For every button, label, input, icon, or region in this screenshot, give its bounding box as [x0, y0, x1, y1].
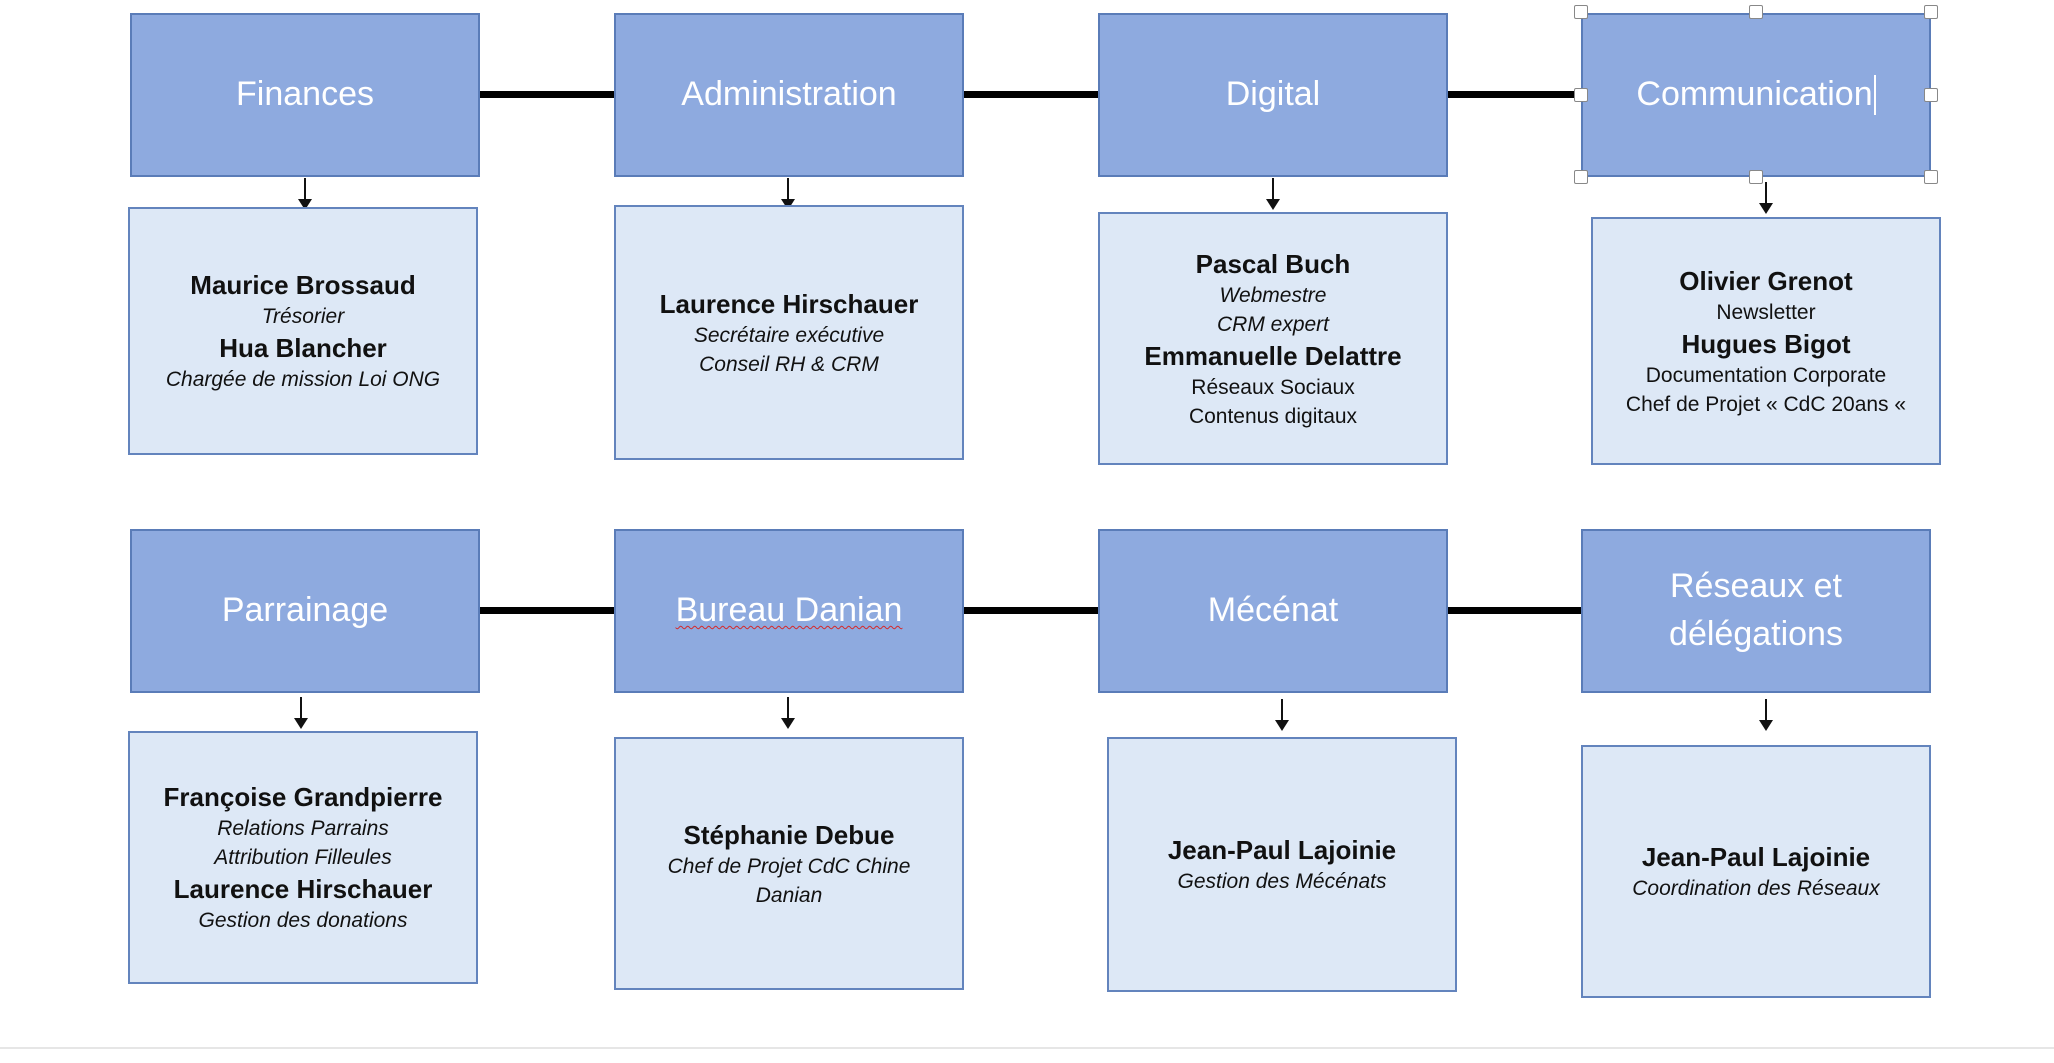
member-role: Conseil RH & CRM	[699, 352, 879, 376]
member-role: Newsletter	[1716, 300, 1816, 324]
member-name: Laurence Hirschauer	[659, 288, 919, 319]
resize-handle[interactable]	[1574, 170, 1588, 184]
dept-bureau-danian-details[interactable]: Stéphanie Debue Chef de Projet CdC Chine…	[614, 737, 964, 990]
connector-line	[1447, 607, 1581, 614]
member-name: Jean-Paul Lajoinie	[1167, 835, 1397, 865]
dept-reseaux-details[interactable]: Jean-Paul Lajoinie Coordination des Rése…	[1581, 745, 1931, 998]
page-bottom-border	[0, 1047, 2054, 1049]
member-name: Maurice Brossaud	[190, 270, 416, 300]
member-name: Olivier Grenot	[1679, 265, 1853, 296]
dept-reseaux-header[interactable]: Réseaux et délégations	[1581, 529, 1931, 693]
dept-digital-details[interactable]: Pascal Buch Webmestre CRM expert Emmanue…	[1098, 212, 1448, 465]
dept-mecenat-details[interactable]: Jean-Paul Lajoinie Gestion des Mécénats	[1107, 737, 1457, 992]
down-arrow-icon	[1275, 699, 1289, 731]
member-role: Documentation Corporate	[1645, 363, 1887, 387]
dept-title: Bureau Danian	[675, 591, 903, 630]
down-arrow-icon	[1266, 178, 1280, 210]
resize-handle[interactable]	[1749, 5, 1763, 19]
dept-administration-header[interactable]: Administration	[614, 13, 964, 177]
connector-line	[962, 91, 1098, 98]
dept-administration-details[interactable]: Laurence Hirschauer Secrétaire exécutive…	[614, 205, 964, 460]
connector-line	[962, 607, 1098, 614]
dept-mecenat-header[interactable]: Mécénat	[1098, 529, 1448, 693]
member-name: Hua Blancher	[219, 333, 387, 363]
dept-title: Parrainage	[221, 591, 389, 630]
dept-title: Communication	[1636, 75, 1873, 114]
dept-title: Finances	[236, 75, 374, 114]
member-name: Laurence Hirschauer	[173, 874, 433, 904]
member-role: Gestion des donations	[198, 909, 408, 932]
member-role: Chef de Projet « CdC 20ans «	[1625, 392, 1907, 416]
member-name: Emmanuelle Delattre	[1144, 340, 1402, 371]
member-role: Chargée de mission Loi ONG	[165, 368, 441, 391]
dept-title: Mécénat	[1207, 591, 1339, 630]
member-role: Webmestre	[1219, 283, 1327, 307]
dept-communication-details[interactable]: Olivier Grenot Newsletter Hugues Bigot D…	[1591, 217, 1941, 465]
dept-finances-header[interactable]: Finances	[130, 13, 480, 177]
member-name: Jean-Paul Lajoinie	[1641, 842, 1871, 872]
member-role: Relations Parrains	[217, 817, 389, 840]
resize-handle[interactable]	[1924, 170, 1938, 184]
member-name: Hugues Bigot	[1681, 328, 1851, 359]
dept-parrainage-details[interactable]: Françoise Grandpierre Relations Parrains…	[128, 731, 478, 984]
member-role: Trésorier	[261, 305, 345, 328]
dept-title: Administration	[681, 75, 897, 114]
dept-title: Digital	[1225, 75, 1321, 114]
member-name: Pascal Buch	[1195, 248, 1351, 279]
member-name: Françoise Grandpierre	[163, 782, 443, 812]
dept-bureau-danian-header[interactable]: Bureau Danian	[614, 529, 964, 693]
member-role: Secrétaire exécutive	[693, 323, 885, 347]
member-name: Stéphanie Debue	[683, 819, 895, 850]
dept-finances-details[interactable]: Maurice Brossaud Trésorier Hua Blancher …	[128, 207, 478, 455]
down-arrow-icon	[1759, 182, 1773, 214]
dept-digital-header[interactable]: Digital	[1098, 13, 1448, 177]
resize-handle[interactable]	[1924, 5, 1938, 19]
resize-handle[interactable]	[1574, 88, 1588, 102]
down-arrow-icon	[781, 697, 795, 729]
dept-title: Réseaux et délégations	[1669, 567, 1843, 653]
resize-handle[interactable]	[1574, 5, 1588, 19]
resize-handle[interactable]	[1924, 88, 1938, 102]
connector-line	[480, 91, 614, 98]
dept-parrainage-header[interactable]: Parrainage	[130, 529, 480, 693]
connector-line	[1447, 91, 1581, 98]
member-role: Attribution Filleules	[214, 846, 392, 869]
down-arrow-icon	[1759, 699, 1773, 731]
connector-line	[480, 607, 614, 614]
down-arrow-icon	[781, 178, 795, 210]
member-role: Chef de Projet CdC Chine	[667, 854, 911, 878]
member-role: Contenus digitaux	[1188, 404, 1358, 428]
text-cursor	[1873, 75, 1876, 115]
down-arrow-icon	[294, 697, 308, 729]
member-role: CRM expert	[1216, 312, 1330, 336]
resize-handle[interactable]	[1749, 170, 1763, 184]
member-role: Gestion des Mécénats	[1177, 870, 1387, 893]
member-role: Réseaux Sociaux	[1191, 375, 1355, 399]
member-role: Coordination des Réseaux	[1632, 877, 1880, 900]
down-arrow-icon	[298, 178, 312, 210]
dept-communication-header[interactable]: Communication	[1581, 13, 1931, 177]
member-role: Danian	[755, 883, 823, 907]
